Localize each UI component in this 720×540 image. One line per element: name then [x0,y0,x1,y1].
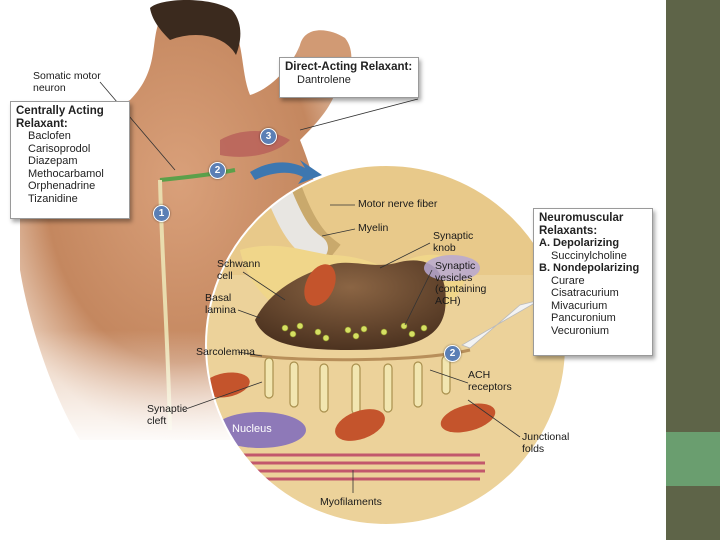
leader-lines [99,81,541,493]
depolarizing-item: Succinylcholine [551,249,627,262]
direct-acting-title: Direct-Acting Relaxant: [285,61,413,73]
label-junctional-folds: Junctional folds [522,431,570,455]
nondepolarizing-item: Cisatracurium [551,287,619,299]
direct-item: Dantrolene [297,73,351,86]
label-sarcolemma: Sarcolemma [196,346,255,358]
mitochondrion [304,264,336,306]
hair [150,0,241,55]
depolarizing-heading: A. Depolarizing [539,237,620,249]
label-motor-nerve-fiber: Motor nerve fiber [358,198,438,210]
synaptic-vesicles [281,322,428,342]
neuromuscular-junction [205,164,567,526]
marker-3: 3 [260,128,277,145]
label-nucleus: Nucleus [232,423,272,435]
direct-acting-box: Direct-Acting Relaxant: Dantrolene [279,57,419,98]
nondepolarizing-item: Curare [551,274,585,287]
label-schwann-cell: Schwann cell [217,258,261,282]
nerve-pathway [159,168,236,182]
label-ach-receptors: ACH receptors [468,369,512,393]
nondepolarizing-item: Pancuronium [551,312,616,324]
neuromuscular-title: Neuromuscular Relaxants: [539,212,624,237]
central-item: Diazepam [28,155,78,167]
central-item: Orphenadrine [28,180,96,192]
nondepolarizing-item: Mivacurium [551,299,608,312]
label-synaptic-knob: Synaptic knob [433,230,474,254]
schwann-cell [424,255,480,281]
central-item: Carisoprodol [28,142,91,155]
central-item: Tizanidine [28,192,78,205]
label-synaptic-vesicles: Synaptic vesicles (containing ACH) [435,260,487,307]
centrally-acting-box: Centrally Acting Relaxant: Baclofen Cari… [10,101,130,219]
label-myelin: Myelin [358,222,389,234]
central-item: Methocarbamol [28,167,104,180]
marker-2-junction: 2 [444,345,461,362]
nucleus-shape [214,412,306,448]
label-somatic-motor-neuron: Somatic motor neuron [33,70,101,94]
junctional-folds [264,355,451,415]
marker-2: 2 [209,162,226,179]
label-synaptic-cleft: Synaptic cleft [147,403,188,427]
anatomy-illustration [0,0,567,526]
nondepolarizing-heading: B. Nondepolarizing [539,262,640,274]
nondepolarizing-item: Vecuronium [551,324,610,337]
label-myofilaments: Myofilaments [320,496,382,508]
label-basal-lamina: Basal lamina [205,292,236,316]
neuromuscular-box: Neuromuscular Relaxants: A. Depolarizing… [533,208,653,356]
central-item: Baclofen [28,130,71,142]
marker-1: 1 [153,205,170,222]
slide-sidebar-accent [666,432,720,486]
arrow-to-zoom [250,160,322,184]
centrally-acting-title: Centrally Acting Relaxant: [16,105,104,130]
